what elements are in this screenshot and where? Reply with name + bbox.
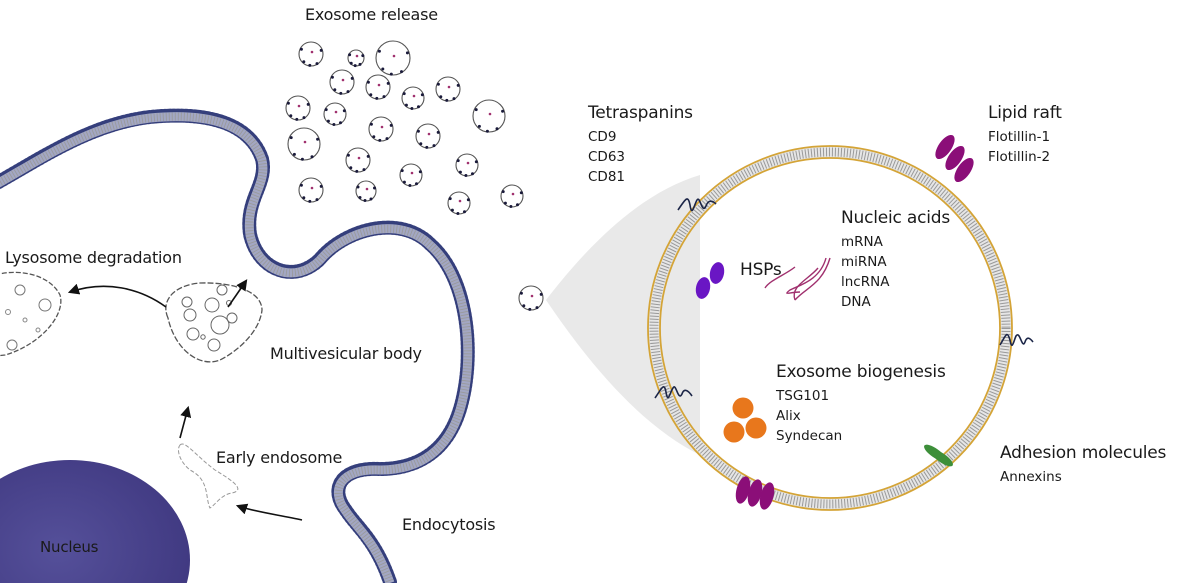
plasma-membrane	[0, 108, 475, 587]
nucleus-label: Nucleus	[40, 538, 99, 556]
lipid-raft-item: Flotillin-2	[988, 149, 1051, 165]
lysosome-degradation-label: Lysosome degradation	[5, 248, 182, 267]
tetraspanin-item: CD81	[588, 169, 625, 185]
arrow-mvb-to-lysosome	[67, 283, 167, 308]
lipid-raft-item: Flotillin-1	[988, 129, 1051, 145]
arrow-mvb-to-release	[227, 279, 248, 308]
nucleic-acids-heading: Nucleic acids	[841, 208, 951, 228]
arrow-early-endosome-to-mvb	[179, 405, 192, 439]
endocytosis-label: Endocytosis	[402, 515, 496, 534]
tetraspanins-heading: Tetraspanins	[588, 103, 693, 123]
hsp-proteins	[695, 262, 725, 299]
pathway-arrows	[67, 279, 303, 521]
adhesion-molecules-list: Annexins	[1000, 467, 1062, 487]
tetraspanin-item: CD63	[588, 149, 625, 165]
biogenesis-item: Alix	[776, 408, 801, 424]
adhesion-molecule	[924, 444, 953, 467]
biogenesis-item: Syndecan	[776, 428, 843, 444]
biogenesis-item: TSG101	[776, 388, 830, 404]
multivesicular-body	[165, 282, 263, 363]
tetraspanins-list: CD9 CD63 CD81	[588, 127, 625, 187]
released-exosomes	[285, 40, 544, 311]
exosome-vesicle	[472, 99, 506, 133]
exosome-detail-vesicle	[647, 145, 1013, 511]
biogenesis-proteins	[723, 397, 767, 443]
exosome-biogenesis-list: TSG101 Alix Syndecan	[776, 386, 842, 446]
tetraspanin-item: CD9	[588, 129, 617, 145]
lipid-raft-top	[935, 134, 974, 183]
exosome-release-label: Exosome release	[305, 5, 438, 24]
lipid-raft-heading: Lipid raft	[988, 103, 1062, 123]
lipid-raft-list: Flotillin-1 Flotillin-2	[988, 127, 1050, 167]
arrow-endocytosis-to-early-endosome	[235, 503, 303, 521]
early-endosome-label: Early endosome	[216, 448, 343, 467]
nucleic-acid-item: DNA	[841, 294, 871, 310]
nucleic-acid-item: mRNA	[841, 234, 883, 250]
nucleus-shape	[0, 460, 190, 587]
rna-strands	[764, 257, 831, 301]
multivesicular-body-label: Multivesicular body	[270, 344, 422, 363]
nucleic-acid-item: miRNA	[841, 254, 887, 270]
adhesion-item: Annexins	[1000, 469, 1062, 485]
lysosome	[0, 271, 62, 357]
nucleic-acids-list: mRNA miRNA lncRNA DNA	[841, 232, 889, 312]
hsps-label: HSPs	[740, 260, 782, 280]
nucleic-acid-item: lncRNA	[841, 274, 890, 290]
early-endosome	[177, 443, 239, 509]
adhesion-molecules-heading: Adhesion molecules	[1000, 443, 1167, 463]
exosome-vesicle	[375, 40, 411, 76]
tetraspanin-proteins	[654, 198, 1034, 399]
lipid-raft-bottom	[735, 476, 775, 510]
exosome-biogenesis-heading: Exosome biogenesis	[776, 362, 946, 382]
exosome-vesicle	[287, 127, 321, 161]
